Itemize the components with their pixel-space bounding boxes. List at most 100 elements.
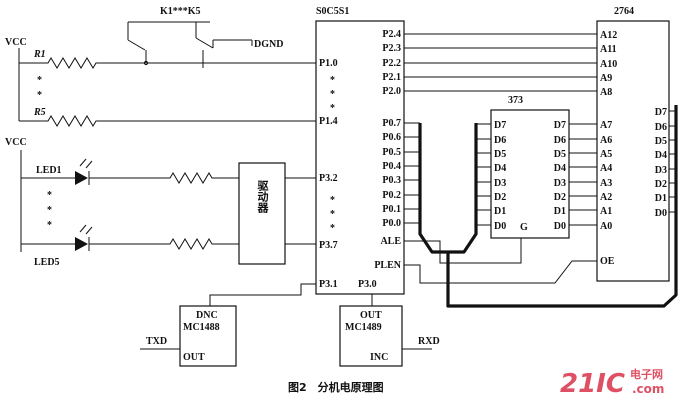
led-dots-3: * [47,220,52,231]
mcu-pin-p3-0: P3.0 [358,279,377,290]
mcu-pin-p0-2: P0.2 [382,190,401,201]
mcu-pin-p3-2: P3.2 [319,173,338,184]
eprom-d0: D0 [655,208,667,219]
low-address-lines [569,123,597,226]
latch-q0: D0 [554,221,566,232]
latch-d4: D4 [494,163,506,174]
mc1489-name: MC1489 [345,322,382,333]
eprom-2764: 2764 A12 A11 A10 A9 A8 A7 A6 A5 A4 A3 A2… [404,6,676,284]
switch-array: K1***K5 DGND [127,6,283,68]
mcu-pin-p2-1: P2.1 [382,72,401,83]
mcu-pin-p0-3: P0.3 [382,175,401,186]
led5-label: LED5 [34,257,60,268]
resistor-r5-label: R5 [33,107,46,118]
resistor-r1 [42,57,100,69]
eprom-a10: A10 [600,59,617,70]
txd-label: TXD [146,336,167,347]
latch-d1: D1 [494,206,506,217]
mcu-pin-plen: PLEN [374,260,401,271]
latch-373: 373 D7 D6 D5 D4 D3 D2 D1 D0 D7 D6 D5 D4 … [404,95,570,264]
latch-d6: D6 [494,135,506,146]
eprom-a2: A2 [600,192,612,203]
rxd-label: RXD [418,336,440,347]
latch-q6: D6 [554,135,566,146]
mcu-pin-p2-2: P2.2 [382,58,401,69]
mcu-name: S0C5S1 [316,6,349,17]
eprom-d1: D1 [655,193,667,204]
led-dots: * [47,190,52,201]
latch-q3: D3 [554,178,566,189]
led1-label: LED1 [36,165,62,176]
latch-d3: D3 [494,178,506,189]
mcu-pin-p0-6: P0.6 [382,132,401,143]
high-address-lines [404,33,597,92]
mcu-pin-p3-7: P3.7 [319,240,338,251]
latch-d7: D7 [494,120,506,131]
latch-q5: D5 [554,149,566,160]
mcu-pin-p2-0: P2.0 [382,86,401,97]
mcu-pin-p2-3: P2.3 [382,43,401,54]
mcu-pin-ale: ALE [380,236,401,247]
latch-d0: D0 [494,221,506,232]
ground-label: DGND [254,39,283,50]
latch-q7: D7 [554,120,566,131]
mcu-pin-p1-0: P1.0 [319,58,338,69]
mc1488-name: MC1488 [183,322,220,333]
eprom-a3: A3 [600,178,612,189]
resistor-r5 [42,115,100,127]
p0-stubs [404,122,420,224]
eprom-d7: D7 [655,107,667,118]
eprom-a6: A6 [600,135,612,146]
led5-icon [75,224,93,251]
eprom-d5: D5 [655,136,667,147]
resistor-dots: * [37,75,42,86]
eprom-d6: D6 [655,122,667,133]
latch-d-inputs [476,123,491,226]
mcu-dots-1: * [330,75,335,86]
vcc-label-top: VCC [5,37,27,48]
eprom-a7: A7 [600,120,612,131]
mc1488-in-label: DNC [196,310,218,321]
watermark-brand: 21IC [560,369,625,399]
eprom-a4: A4 [600,163,612,174]
mcu-pin-p0-7: P0.7 [382,118,401,129]
mcu-dots-2: * [330,89,335,100]
eprom-d3: D3 [655,165,667,176]
eprom-a1: A1 [600,206,612,217]
watermark-site: 电子网 [630,367,663,381]
switch-label: K1***K5 [160,6,201,17]
latch-q4: D4 [554,163,566,174]
mc1488-driver: DNC MC1488 OUT TXD [140,283,316,367]
figure-caption: 图2 分机电原理图 [288,380,384,394]
driver-label: 驱动器 [256,180,270,214]
latch-q2: D2 [554,192,566,203]
eprom-a8: A8 [600,87,612,98]
mcu-pin-p1-4: P1.4 [319,116,338,127]
led1-resistor [165,172,217,184]
led1-icon [75,158,93,185]
mcu-pin-p2-4: P2.4 [382,29,401,40]
eprom-d4: D4 [655,150,667,161]
eprom-a11: A11 [600,44,617,55]
latch-g: G [520,222,528,233]
latch-d2: D2 [494,192,506,203]
eprom-a5: A5 [600,149,612,160]
eprom-name: 2764 [614,6,634,17]
resistor-r1-label: R1 [33,49,46,60]
mcu-chip: S0C5S1 P1.0 P1.4 P3.2 P3.7 P3.1 P3.0 * *… [315,6,405,295]
mcu-dots-3: * [330,103,335,114]
eprom-a9: A9 [600,73,612,84]
vcc-label-led: VCC [5,137,27,148]
mc1488-out-label: OUT [183,352,205,363]
data-bus [418,105,678,308]
eprom-d2: D2 [655,179,667,190]
mcu-pin-p0-4: P0.4 [382,161,401,172]
latch-name: 373 [508,95,523,106]
mc1489-in-label: INC [370,352,388,363]
watermark-url: .com [632,382,664,396]
mcu-pin-p0-1: P0.1 [382,204,401,215]
eprom-a12: A12 [600,30,617,41]
latch-d5: D5 [494,149,506,160]
resistor-dots-2: * [37,90,42,101]
